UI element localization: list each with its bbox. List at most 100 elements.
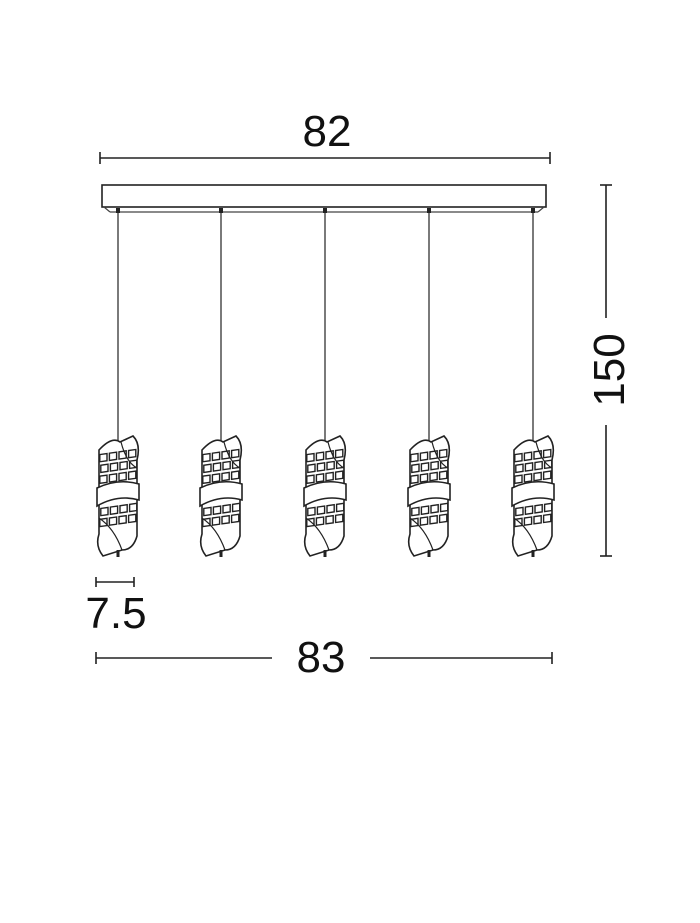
shade-lattice-cell bbox=[221, 471, 230, 482]
pendant-attachment bbox=[531, 208, 535, 213]
shade-stem bbox=[323, 550, 327, 557]
shade-lattice-cell bbox=[118, 514, 127, 525]
shade-lattice-cell bbox=[212, 462, 222, 472]
shade-seam-upper bbox=[327, 441, 345, 469]
shade-lattice-cell bbox=[231, 459, 241, 470]
shade-lattice-cell bbox=[109, 505, 119, 516]
shade-lattice-cell bbox=[534, 460, 543, 471]
shade-seam-lower bbox=[409, 517, 434, 551]
shade-lattice-cell bbox=[202, 517, 211, 528]
shade-band bbox=[303, 480, 347, 508]
height-dimension: 150 bbox=[585, 184, 634, 557]
shade-lattice-cell bbox=[533, 450, 542, 460]
shade-lattice-cell bbox=[429, 450, 438, 460]
pendant-1 bbox=[96, 208, 140, 557]
shade-lattice-cell bbox=[211, 451, 221, 462]
canopy-bevel-left bbox=[103, 206, 111, 213]
shade-lattice-cell bbox=[202, 452, 211, 463]
shade-lattice-cell bbox=[419, 451, 429, 462]
shade-lattice-cell bbox=[515, 506, 524, 517]
shade-lattice-cell bbox=[326, 460, 335, 471]
shade-diameter-label: 7.5 bbox=[85, 589, 146, 638]
shade-seam-upper bbox=[120, 441, 138, 469]
shade-lattice-cell bbox=[326, 503, 335, 514]
shade-lattice-cell bbox=[128, 459, 138, 470]
pendant-5 bbox=[511, 208, 555, 557]
shade-lattice-cell bbox=[109, 462, 119, 472]
shade-lattice-cell bbox=[315, 472, 325, 483]
shade-lattice-cell bbox=[203, 463, 212, 474]
shade-lattice-cell bbox=[533, 514, 542, 525]
shade-lattice-cell bbox=[335, 459, 345, 470]
shade-lattice-cell bbox=[410, 517, 419, 528]
shade-lattice-cell bbox=[222, 460, 231, 471]
pendant-shade bbox=[96, 435, 140, 557]
pendant-2 bbox=[199, 208, 243, 557]
shade-lattice-cell bbox=[127, 470, 137, 481]
shade-lattice-cell bbox=[99, 517, 108, 528]
shade-lattice-cell bbox=[307, 463, 316, 474]
shade-lattice-cell bbox=[119, 460, 128, 471]
bottom-width-label: 83 bbox=[297, 633, 346, 682]
pendant-shade bbox=[511, 435, 555, 557]
shade-lattice-cell bbox=[119, 503, 128, 514]
shade-lattice-cell bbox=[325, 514, 334, 525]
shade-lattice-cell bbox=[221, 514, 230, 525]
shade-lattice-cell bbox=[306, 452, 315, 463]
shade-lattice-cell bbox=[118, 471, 127, 482]
pendant-attachment bbox=[323, 208, 327, 213]
pendant-4 bbox=[407, 208, 451, 557]
shade-lattice-cell bbox=[439, 502, 449, 513]
shade-lattice-cell bbox=[108, 516, 118, 527]
shade-lattice-cell bbox=[524, 462, 534, 472]
shade-lattice-cell bbox=[222, 503, 231, 514]
ceiling-canopy bbox=[101, 184, 547, 213]
shade-lattice-cell bbox=[429, 514, 438, 525]
shade-stem bbox=[219, 550, 223, 557]
shade-lattice-cell bbox=[230, 470, 240, 481]
shade-band bbox=[407, 480, 451, 508]
shade-stem bbox=[427, 550, 431, 557]
shade-lattice-cell bbox=[100, 506, 109, 517]
pendant-attachment bbox=[219, 208, 223, 213]
shade-lattice-cell bbox=[118, 450, 127, 460]
height-label: 150 bbox=[585, 333, 634, 406]
shade-lattice-cell bbox=[108, 451, 118, 462]
shade-seam-upper bbox=[431, 441, 449, 469]
shade-seam-lower bbox=[513, 517, 538, 551]
shade-lattice-cell bbox=[542, 513, 552, 524]
shade-seam-lower bbox=[98, 517, 123, 551]
shade-lattice-cell bbox=[420, 462, 430, 472]
shade-lattice-cell bbox=[108, 472, 118, 483]
pendant-shade bbox=[407, 435, 451, 557]
shade-lattice-cell bbox=[438, 513, 448, 524]
bottom-width-dimension: 83 bbox=[95, 633, 553, 682]
shade-seam-upper bbox=[535, 441, 553, 469]
shade-lattice-cell bbox=[306, 517, 315, 528]
shade-band bbox=[96, 480, 140, 508]
shade-lattice-cell bbox=[231, 502, 241, 513]
shade-seam-upper bbox=[223, 441, 241, 469]
shade-lattice-cell bbox=[203, 506, 212, 517]
pendant-group bbox=[96, 208, 555, 557]
shade-lattice-cell bbox=[211, 472, 221, 483]
shade-lattice-cell bbox=[515, 463, 524, 474]
shade-seam-lower bbox=[201, 517, 226, 551]
shade-lattice-cell bbox=[534, 503, 543, 514]
shade-lattice-cell bbox=[316, 505, 326, 516]
top-width-label: 82 bbox=[303, 107, 352, 156]
shade-lattice-cell bbox=[315, 451, 325, 462]
shade-lattice-cell bbox=[202, 474, 211, 485]
shade-lattice-cell bbox=[99, 452, 108, 463]
pendant-attachment bbox=[427, 208, 431, 213]
shade-lattice-cell bbox=[221, 450, 230, 460]
shade-lattice-cell bbox=[334, 470, 344, 481]
shade-lattice-cell bbox=[128, 502, 138, 513]
shade-seam-lower bbox=[305, 517, 330, 551]
shade-lattice-cell bbox=[325, 471, 334, 482]
top-width-dimension: 82 bbox=[99, 107, 551, 164]
shade-lattice-cell bbox=[211, 516, 221, 527]
shade-lattice-cell bbox=[230, 448, 240, 459]
shade-lattice-cell bbox=[543, 459, 553, 470]
